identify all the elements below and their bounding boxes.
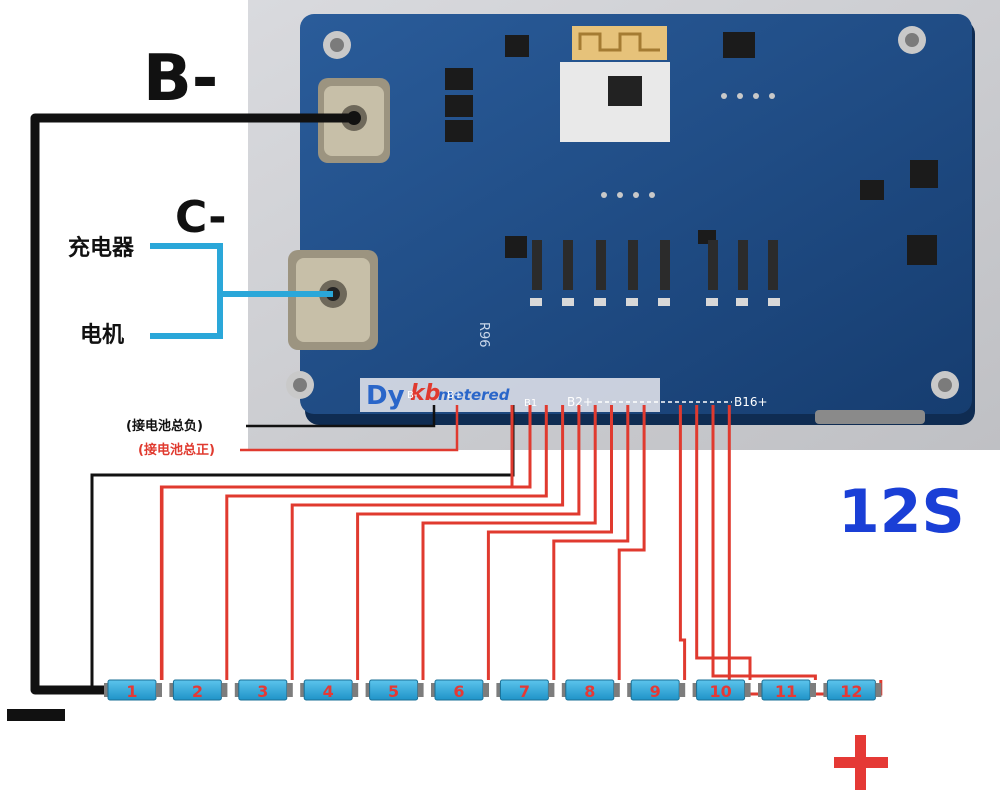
bms-board: R96 Dy kb metered B- B+ B1 B2+ B16+ — [286, 14, 975, 425]
cell-number: 11 — [775, 682, 797, 701]
silk-b-minus: B- — [407, 390, 418, 401]
negative-symbol-icon — [7, 709, 65, 721]
charger-label: 充电器 — [68, 235, 135, 261]
cell-terminal — [417, 683, 424, 697]
cell-terminal — [300, 683, 305, 697]
balance-wire — [486, 405, 613, 680]
cell-terminal — [352, 683, 359, 697]
balance-wires — [159, 405, 883, 696]
silk-r96: R96 — [476, 322, 491, 348]
cell-terminal — [823, 683, 828, 697]
cell-terminal — [744, 683, 751, 697]
balance-wire — [552, 405, 630, 680]
balance-wire — [421, 405, 597, 680]
cell-terminal — [496, 683, 501, 697]
passive-components — [532, 240, 778, 290]
cell-number: 8 — [584, 682, 595, 701]
motor-label: 电机 — [80, 323, 124, 348]
cell-terminal — [627, 683, 632, 697]
cell-terminal — [365, 683, 370, 697]
c-minus-terminal — [288, 250, 378, 350]
cell-terminal — [234, 683, 239, 697]
cell-terminal — [548, 683, 555, 697]
pack-positive-note: (接电池总正) — [138, 442, 215, 458]
watermark-dy: Dy — [366, 381, 405, 411]
cell-number: 12 — [840, 682, 862, 701]
b-minus-wire — [30, 113, 354, 695]
cell-terminal — [104, 683, 108, 697]
b-minus-label: B- — [143, 42, 218, 116]
cell-number: 3 — [257, 682, 268, 701]
cell-terminal — [679, 683, 686, 697]
cell-terminal — [561, 683, 566, 697]
silk-b-plus: B+ — [447, 390, 462, 401]
watermark-band — [360, 378, 660, 412]
cell-number: 9 — [650, 682, 661, 701]
balance-wire — [160, 405, 514, 680]
cell-number: 10 — [709, 682, 731, 701]
cell-terminal — [156, 683, 162, 697]
balance-wire — [695, 405, 752, 680]
cell-number: 4 — [323, 682, 334, 701]
balance-wire — [617, 405, 646, 680]
pack-positive-lead — [240, 405, 459, 452]
cell-number: 1 — [126, 682, 137, 701]
pack-negative-lead — [246, 405, 436, 428]
silk-b16: B16+ — [734, 395, 768, 409]
balance-wire — [711, 405, 817, 680]
cell-number: 2 — [192, 682, 203, 701]
c-minus-label: C- — [175, 192, 227, 243]
cell-terminal — [810, 683, 816, 697]
cell-number: 7 — [519, 682, 530, 701]
balance-wire — [225, 405, 548, 680]
watermark-metered: metered — [438, 386, 510, 404]
balance-wire — [678, 405, 687, 680]
cell-terminal — [692, 683, 697, 697]
watermark-kb: kb — [410, 381, 440, 406]
cell-terminal — [286, 683, 293, 697]
cell-number: 5 — [388, 682, 399, 701]
balance-wire — [356, 405, 581, 680]
c-minus-wire — [150, 243, 333, 339]
mounting-hole-icon — [286, 26, 959, 399]
cell-terminal — [875, 683, 882, 697]
cell-terminal — [758, 683, 762, 697]
balance-wire — [290, 405, 565, 680]
silk-b2: B2+ — [567, 395, 593, 409]
silk-b1: B1 — [524, 398, 537, 409]
cell-terminal — [483, 683, 489, 697]
positive-symbol-icon — [834, 735, 888, 790]
cell-terminal — [613, 683, 620, 697]
cell-number: 6 — [453, 682, 464, 701]
cell-terminal — [431, 683, 435, 697]
cell-terminal — [169, 683, 174, 697]
pack-negative-note: (接电池总负) — [126, 418, 203, 434]
ribbon-connector — [815, 410, 925, 424]
ic-chips — [445, 32, 938, 265]
cell-terminal — [221, 683, 228, 697]
series-count-label: 12S — [838, 477, 965, 547]
